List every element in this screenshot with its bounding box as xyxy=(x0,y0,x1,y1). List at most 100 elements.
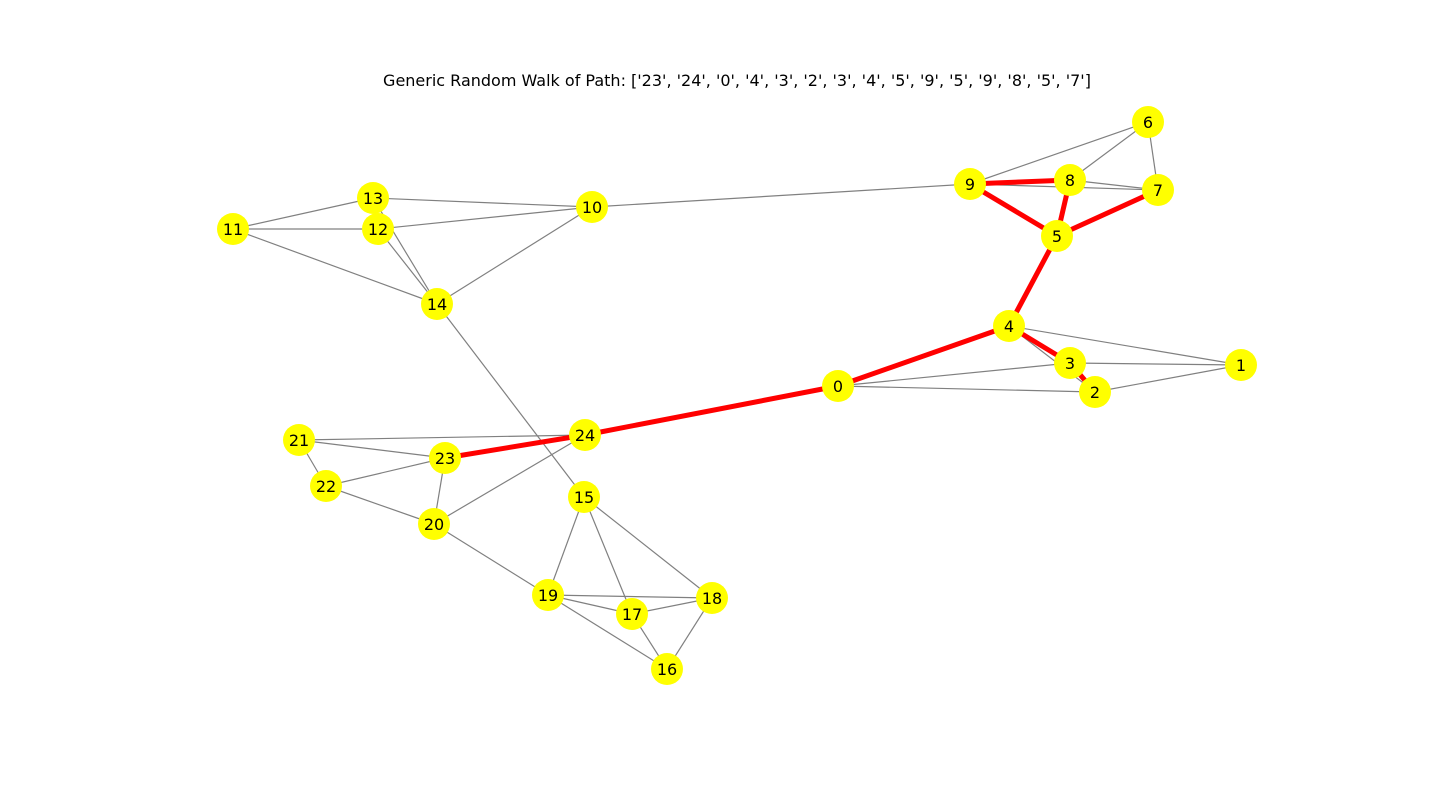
node-17: 17 xyxy=(616,598,648,630)
node-15: 15 xyxy=(568,481,600,513)
node-circle-5 xyxy=(1041,220,1073,252)
node-circle-22 xyxy=(310,470,342,502)
node-3: 3 xyxy=(1054,347,1086,379)
edge-14-15 xyxy=(436,303,585,498)
node-circle-4 xyxy=(993,310,1025,342)
path-edge-5-9 xyxy=(967,181,1060,239)
node-circle-21 xyxy=(283,424,315,456)
node-label-17: 17 xyxy=(622,605,642,624)
node-label-11: 11 xyxy=(223,220,243,239)
node-label-7: 7 xyxy=(1153,181,1163,200)
node-circle-11 xyxy=(217,213,249,245)
node-circle-16 xyxy=(651,653,683,685)
node-label-18: 18 xyxy=(702,589,722,608)
node-13: 13 xyxy=(357,182,389,214)
node-19: 19 xyxy=(532,579,564,611)
edge-1-4 xyxy=(1008,325,1242,366)
edge-18-19 xyxy=(547,594,713,599)
node-circle-20 xyxy=(418,508,450,540)
node-label-16: 16 xyxy=(657,660,677,679)
edge-6-8 xyxy=(1069,121,1149,181)
node-4: 4 xyxy=(993,310,1025,342)
node-22: 22 xyxy=(310,470,342,502)
node-circle-14 xyxy=(421,288,453,320)
edge-20-24 xyxy=(433,434,586,525)
path-edge-9-8 xyxy=(967,177,1073,187)
edge-15-18 xyxy=(583,496,713,599)
edge-0-3 xyxy=(837,362,1071,387)
node-label-14: 14 xyxy=(427,295,447,314)
node-label-24: 24 xyxy=(575,426,595,445)
node-label-5: 5 xyxy=(1052,227,1062,246)
path-edge-23-24 xyxy=(442,432,588,461)
node-8: 8 xyxy=(1054,164,1086,196)
node-circle-0 xyxy=(822,370,854,402)
node-circle-23 xyxy=(429,442,461,474)
node-11: 11 xyxy=(217,213,249,245)
node-6: 6 xyxy=(1132,106,1164,138)
node-label-21: 21 xyxy=(289,431,309,450)
edge-9-10 xyxy=(591,183,971,208)
path-edge-24-0 xyxy=(582,383,841,438)
node-24: 24 xyxy=(569,419,601,451)
node-label-6: 6 xyxy=(1143,113,1153,132)
edge-1-3 xyxy=(1069,362,1242,366)
node-label-1: 1 xyxy=(1236,356,1246,375)
node-10: 10 xyxy=(576,191,608,223)
path-edge-5-7 xyxy=(1054,187,1161,239)
node-circle-8 xyxy=(1054,164,1086,196)
edge-19-20 xyxy=(433,523,549,596)
edge-1-2 xyxy=(1094,364,1242,393)
edge-20-22 xyxy=(325,485,435,525)
node-circle-3 xyxy=(1054,347,1086,379)
node-circle-19 xyxy=(532,579,564,611)
node-label-0: 0 xyxy=(833,377,843,396)
node-circle-12 xyxy=(362,213,394,245)
node-label-3: 3 xyxy=(1065,354,1075,373)
edge-10-12 xyxy=(377,206,593,230)
node-label-22: 22 xyxy=(316,477,336,496)
node-label-23: 23 xyxy=(435,449,455,468)
edge-11-13 xyxy=(232,197,374,230)
edge-6-9 xyxy=(969,121,1149,185)
node-14: 14 xyxy=(421,288,453,320)
edge-21-24 xyxy=(298,434,586,441)
edge-16-19 xyxy=(547,594,668,670)
node-label-20: 20 xyxy=(424,515,444,534)
path-edge-0-4 xyxy=(835,323,1012,389)
node-12: 12 xyxy=(362,213,394,245)
edge-22-23 xyxy=(325,457,446,487)
node-0: 0 xyxy=(822,370,854,402)
edge-15-19 xyxy=(547,496,585,596)
node-label-4: 4 xyxy=(1004,317,1014,336)
graph-title: Generic Random Walk of Path: ['23', '24'… xyxy=(383,71,1091,90)
edge-10-13 xyxy=(372,197,593,208)
node-circle-1 xyxy=(1225,349,1257,381)
node-circle-17 xyxy=(616,598,648,630)
node-21: 21 xyxy=(283,424,315,456)
edge-10-14 xyxy=(436,206,593,305)
node-16: 16 xyxy=(651,653,683,685)
node-9: 9 xyxy=(954,168,986,200)
node-label-10: 10 xyxy=(582,198,602,217)
node-label-15: 15 xyxy=(574,488,594,507)
node-label-9: 9 xyxy=(965,175,975,194)
node-label-2: 2 xyxy=(1090,383,1100,402)
node-18: 18 xyxy=(696,582,728,614)
node-circle-7 xyxy=(1142,174,1174,206)
node-label-13: 13 xyxy=(363,189,383,208)
node-5: 5 xyxy=(1041,220,1073,252)
edge-0-2 xyxy=(837,385,1096,393)
node-label-19: 19 xyxy=(538,586,558,605)
node-label-12: 12 xyxy=(368,220,388,239)
node-20: 20 xyxy=(418,508,450,540)
path-edge-4-5 xyxy=(1006,233,1060,329)
node-circle-9 xyxy=(954,168,986,200)
node-circle-2 xyxy=(1079,376,1111,408)
node-23: 23 xyxy=(429,442,461,474)
node-circle-13 xyxy=(357,182,389,214)
node-label-8: 8 xyxy=(1065,171,1075,190)
